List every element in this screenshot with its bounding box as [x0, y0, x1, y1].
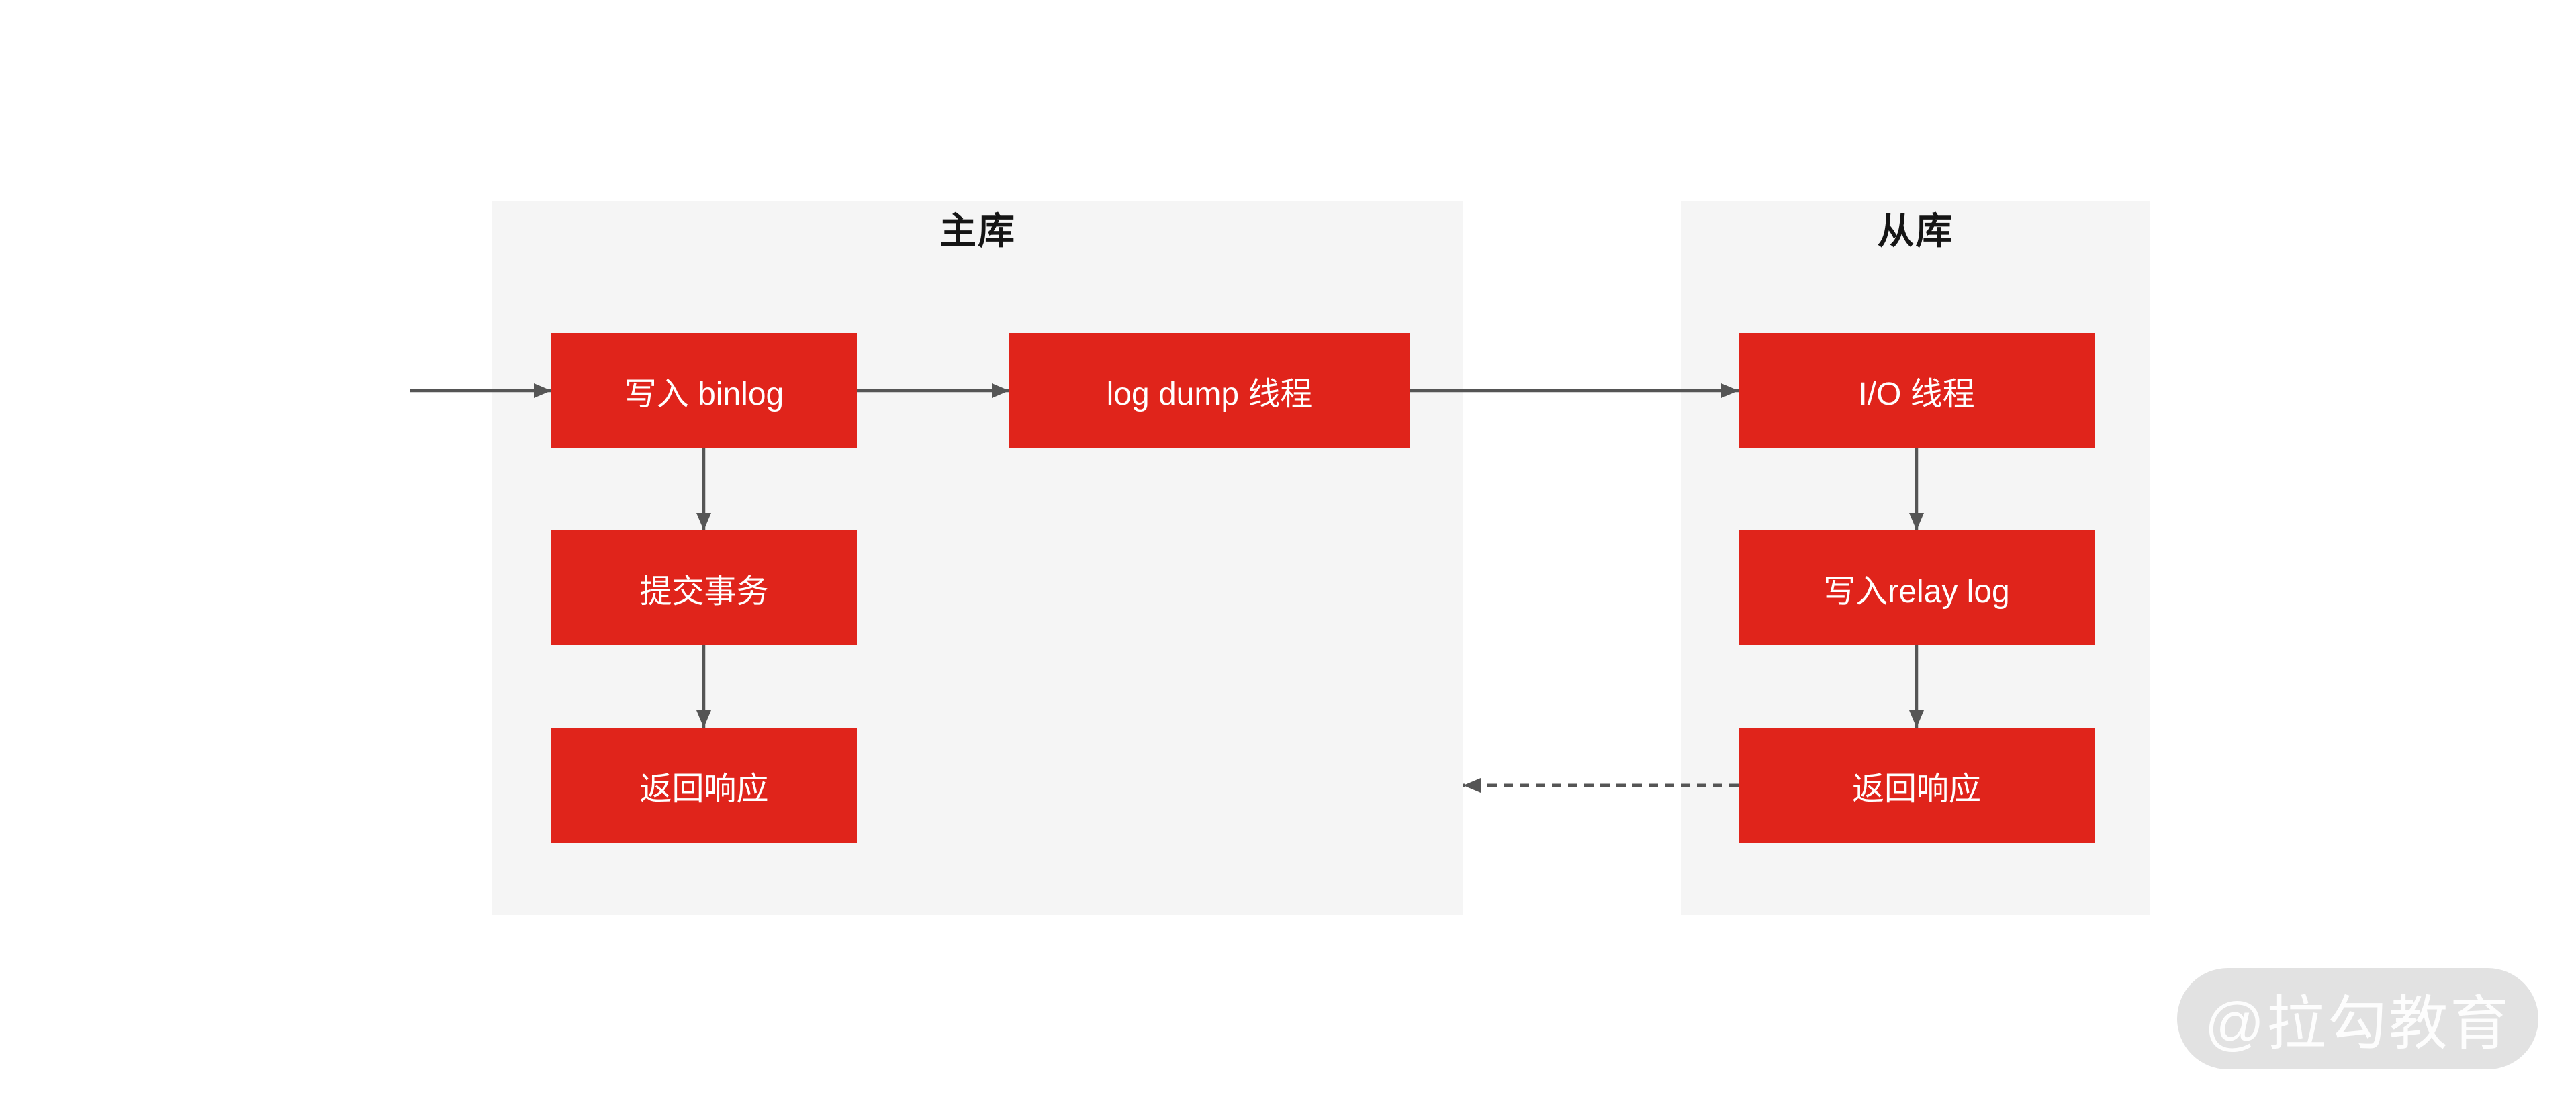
node-write-relay-log-label: 写入relay log: [1823, 573, 2010, 610]
node-log-dump-thread-label: log dump 线程: [1106, 376, 1313, 412]
node-write-binlog: 写入 binlog: [551, 333, 857, 448]
node-io-thread-label: I/O 线程: [1858, 376, 1975, 412]
node-master-return-response: 返回响应: [551, 728, 857, 843]
node-io-thread: I/O 线程: [1739, 333, 2095, 448]
node-commit-transaction: 提交事务: [551, 530, 857, 645]
node-slave-return-response: 返回响应: [1739, 728, 2095, 843]
watermark-badge: @拉勾教育: [2177, 968, 2538, 1069]
watermark-text: @拉勾教育: [2204, 990, 2512, 1057]
node-commit-transaction-label: 提交事务: [639, 573, 769, 610]
node-write-binlog-label: 写入 binlog: [624, 376, 784, 412]
node-log-dump-thread: log dump 线程: [1009, 333, 1410, 448]
node-master-return-response-label: 返回响应: [639, 771, 769, 807]
slave-panel-title: 从库: [1877, 210, 1954, 252]
node-slave-return-response-label: 返回响应: [1851, 771, 1981, 807]
node-write-relay-log: 写入relay log: [1739, 530, 2095, 645]
master-panel-title: 主库: [939, 210, 1016, 252]
